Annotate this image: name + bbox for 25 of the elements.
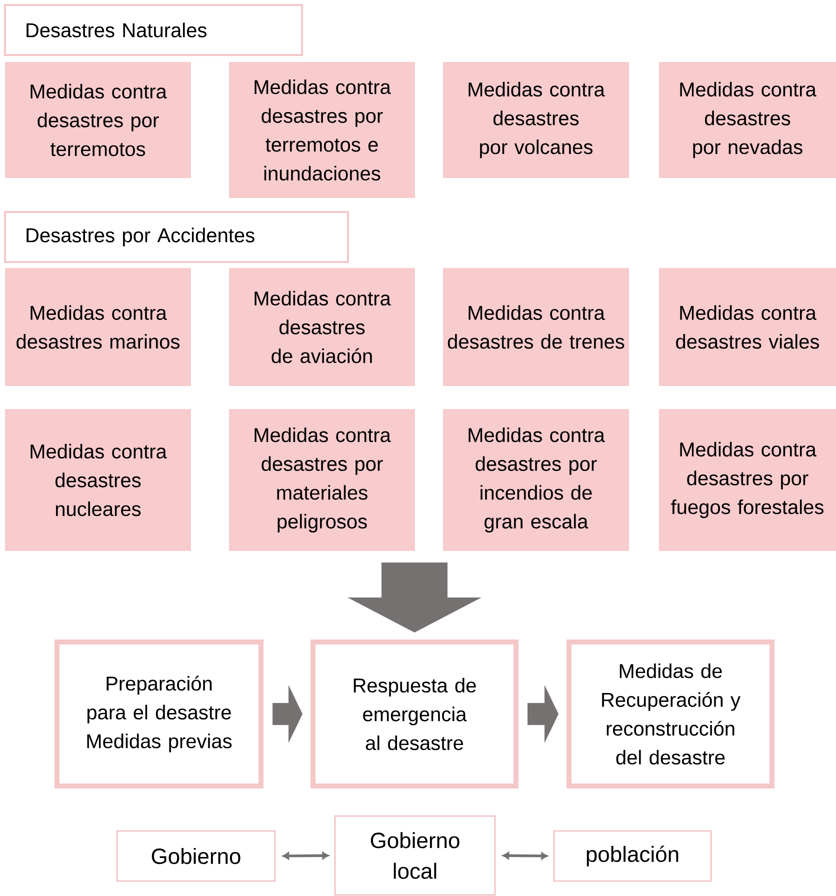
- stage-box: Preparación para el desastre Medidas previas: [54, 639, 264, 789]
- double-arrow: [282, 852, 329, 860]
- measure-box: Medidas contra desastres por terremotos: [5, 62, 191, 178]
- actor-box: Gobierno: [116, 830, 276, 882]
- measure-box: Medidas contra desastres marinos: [5, 268, 191, 386]
- measure-box: Medidas contra desastres de trenes: [443, 268, 629, 386]
- measure-box: Medidas contra desastres por fuegos forestales: [658, 409, 836, 551]
- stage-box: Medidas de Recuperación y reconstrucción del desastre: [566, 639, 774, 789]
- measure-box: Medidas contra desastres por nevadas: [658, 62, 836, 178]
- category-header: Desastres Naturales: [4, 4, 304, 56]
- block-arrow: [528, 685, 558, 743]
- measure-box: Medidas contra desastres por materiales peligrosos: [229, 409, 415, 551]
- block-arrow: [348, 562, 482, 632]
- measure-box: Medidas contra desastres nucleares: [5, 409, 191, 551]
- measure-box: Medidas contra desastres por incendios de gran escala: [443, 409, 629, 551]
- measure-box: Medidas contra desastres por terremotos e inundaciones: [229, 62, 415, 198]
- measure-box: Medidas contra desastres por volcanes: [443, 62, 629, 178]
- actor-box: Gobierno local: [334, 815, 496, 896]
- measure-box: Medidas contra desastres viales: [658, 268, 836, 386]
- double-arrow: [502, 852, 548, 860]
- block-arrow: [272, 685, 302, 743]
- measure-box: Medidas contra desastres de aviación: [229, 268, 415, 386]
- actor-box: población: [553, 830, 712, 882]
- category-header: Desastres por Accidentes: [4, 211, 349, 263]
- stage-box: Respuesta de emergencia al desastre: [310, 639, 518, 789]
